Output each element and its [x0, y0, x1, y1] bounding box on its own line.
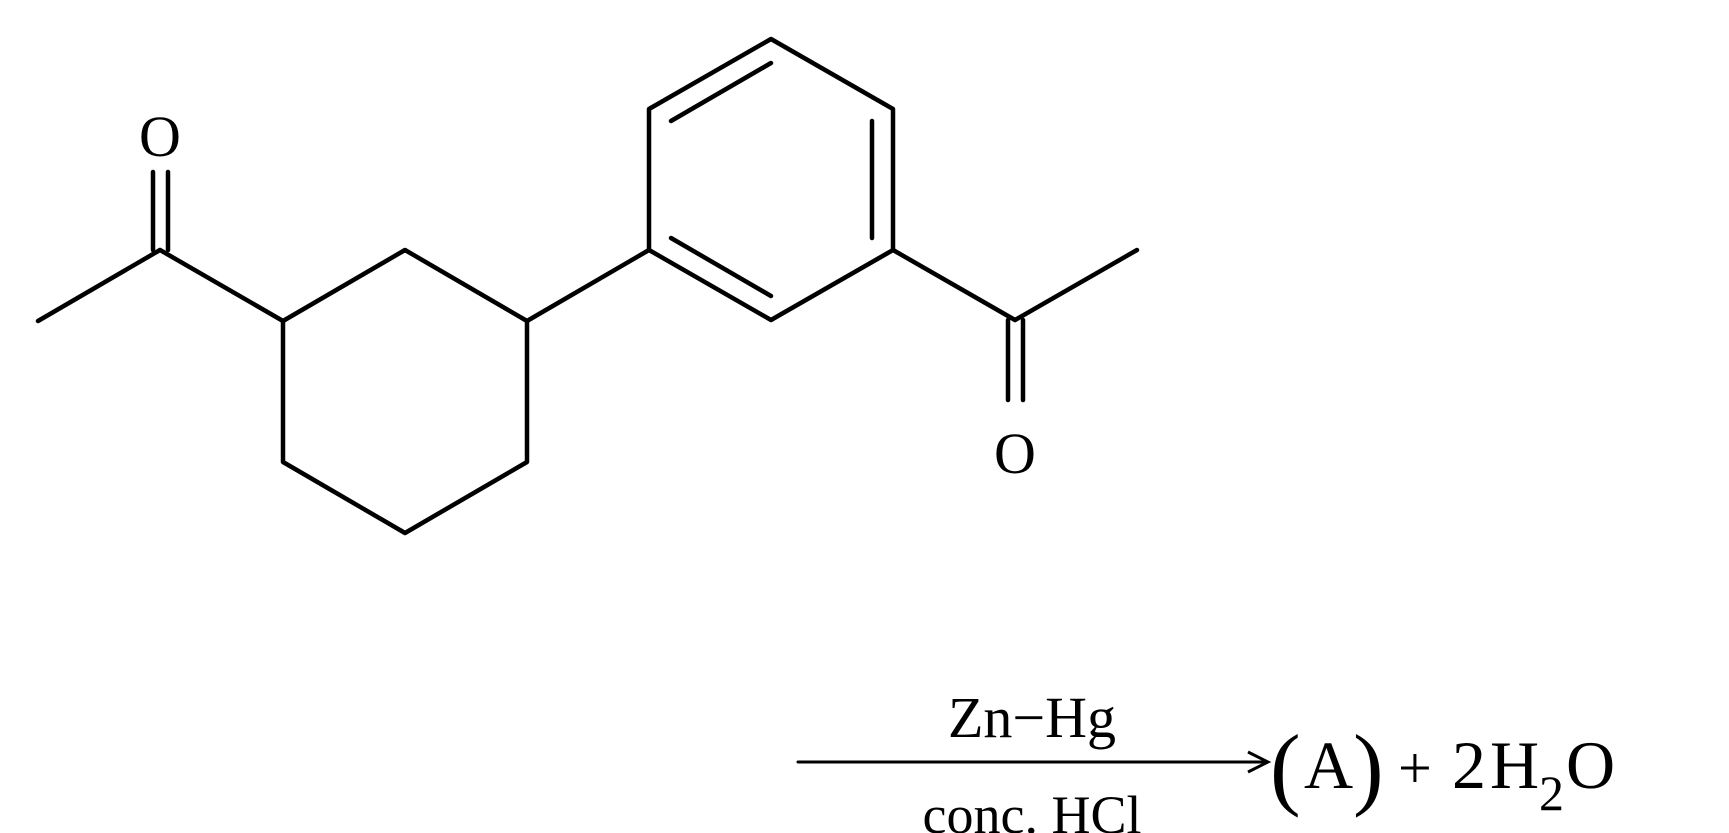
products: ( A ) + 2 H 2 O — [1270, 716, 1615, 821]
reagent-top-label: Zn−Hg — [948, 685, 1116, 750]
product-a-label: A — [1304, 727, 1353, 803]
reagent-bottom-label: conc. HCl — [923, 785, 1142, 833]
reaction-arrow-group: Zn−Hg conc. HCl — [796, 685, 1272, 833]
reactant-molecule: O O — [35, 36, 1140, 536]
benzene-inner-double-bond-3 — [668, 235, 774, 299]
methyl-bond-right — [1012, 247, 1140, 323]
water-hydrogen: H — [1490, 727, 1539, 803]
benzene-inner-double-bond-1 — [668, 60, 774, 124]
product-a-open-paren: ( — [1270, 716, 1301, 818]
plus-sign: + — [1398, 735, 1432, 801]
right-acetyl-group: O — [890, 247, 1140, 486]
left-acetyl-group: O — [35, 104, 286, 324]
oxygen-right-label: O — [994, 421, 1036, 486]
ring-to-acyl-bond-right — [890, 247, 1018, 323]
benzene-ring — [646, 36, 896, 323]
methyl-bond-left — [35, 247, 163, 324]
biaryl-bond — [524, 247, 652, 324]
water-subscript: 2 — [1539, 765, 1564, 821]
reaction-arrow-head-icon — [1247, 750, 1272, 774]
benzene-ring-outline — [646, 36, 896, 323]
product-a-close-paren: ) — [1353, 716, 1384, 818]
water-oxygen: O — [1566, 727, 1615, 803]
oxygen-left-label: O — [139, 104, 181, 169]
acyl-to-ring-bond-left — [157, 247, 286, 324]
water-coefficient: 2 — [1452, 727, 1486, 803]
cyclohexane-ring — [280, 247, 530, 536]
